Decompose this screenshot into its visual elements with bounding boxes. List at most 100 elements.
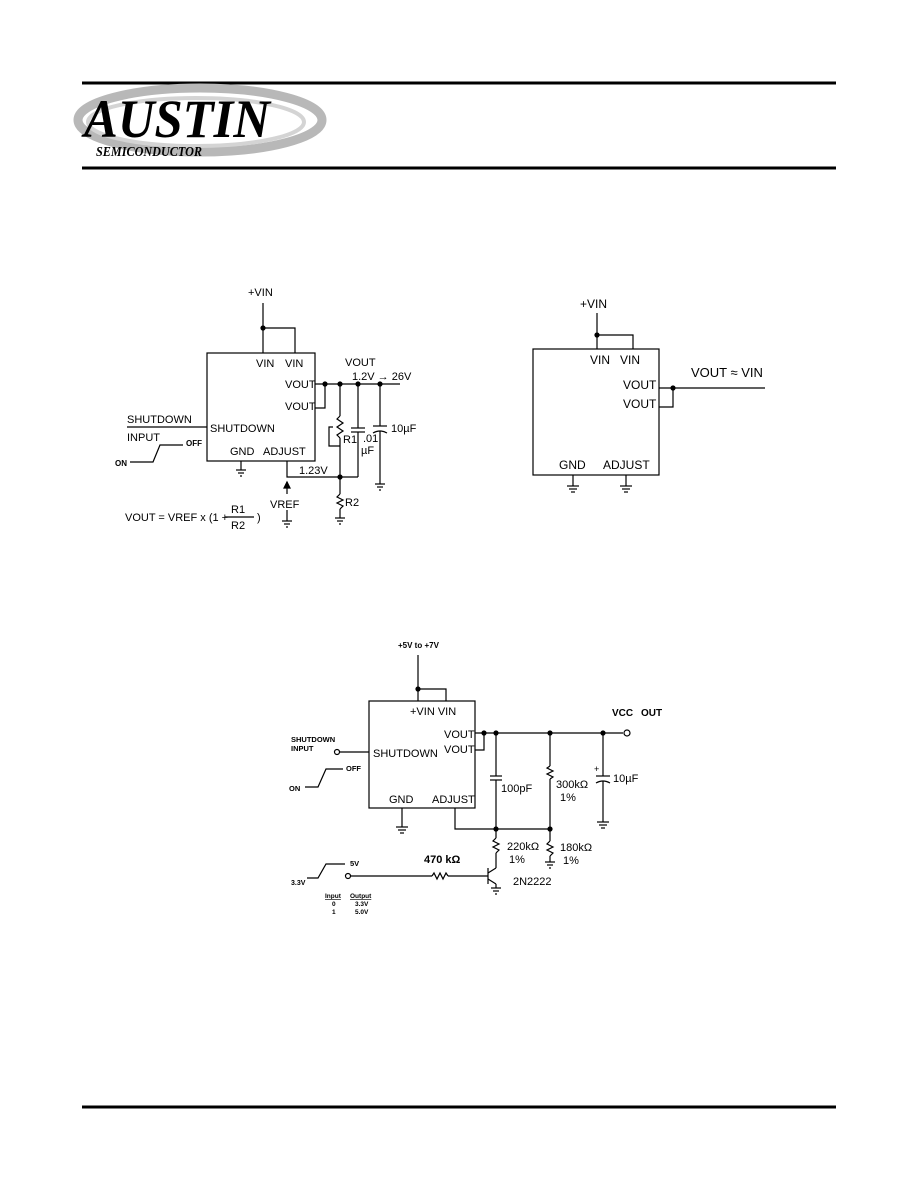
junction: [493, 826, 499, 832]
wire: [328, 426, 340, 447]
wire: [418, 688, 447, 701]
c3-pin-vin: +VIN VIN: [410, 706, 456, 718]
c3-adjust: ADJUST: [432, 794, 475, 806]
logic-step: [305, 768, 343, 788]
c3-pin-vout2: VOUT: [444, 744, 475, 756]
truth-table-head-output: Output: [350, 893, 372, 900]
c1-r1: R1: [343, 434, 357, 446]
c1-pin-vin1: VIN: [256, 358, 274, 370]
c2-gnd: GND: [559, 458, 586, 472]
vcc-out-terminal: [623, 729, 631, 737]
c1-cap-small-1: .01: [363, 433, 378, 445]
wire: [597, 334, 634, 349]
c3-r470: 470 kΩ: [424, 854, 461, 866]
truth-table-row2-out: 5.0V: [355, 909, 369, 916]
logo-wordmark: AUSTIN: [81, 89, 272, 149]
wire: [454, 808, 550, 830]
transistor-collector: [487, 867, 497, 874]
c3-shutdown-input-1: SHUTDOWN: [291, 735, 335, 744]
c3-level-high: 5V: [350, 859, 359, 868]
c2-vin-top: +VIN: [580, 297, 607, 311]
junction: [337, 474, 343, 480]
truth-table-head-input: Input: [325, 893, 342, 900]
c1-vref: VREF: [270, 499, 300, 511]
c3-c10: 10µF: [613, 773, 639, 785]
c1-shutdown-pin: SHUTDOWN: [210, 423, 275, 435]
junction: [670, 385, 676, 391]
c3-shutdown-input-2: INPUT: [291, 744, 314, 753]
regulator-ic-1: [206, 352, 316, 462]
c3-r180-tol: 1%: [563, 855, 579, 867]
junction: [415, 686, 421, 692]
c2-pin-vin1: VIN: [590, 353, 610, 367]
regulator-ic-3: [368, 700, 476, 809]
c2-pin-vin2: VIN: [620, 353, 640, 367]
circuit-switchable-output: [305, 655, 631, 895]
c3-r220-tol: 1%: [509, 854, 525, 866]
c3-r180: 180kΩ: [560, 842, 592, 854]
c1-formula-den: R2: [231, 520, 245, 532]
c1-vout-label: VOUT: [345, 357, 376, 369]
wire: [286, 461, 358, 478]
logic-level-step: [307, 863, 345, 879]
wire: [475, 733, 485, 751]
logo-swoosh: [73, 83, 327, 157]
c1-cap-big: 10µF: [391, 423, 417, 435]
c3-transistor: 2N2222: [513, 876, 552, 888]
resistor-470k: [431, 871, 449, 881]
truth-table-row1-in: 0: [332, 901, 336, 908]
wire: [315, 384, 326, 409]
regulator-ic-2: [532, 348, 660, 476]
resistor-r2: [335, 493, 345, 510]
resistor-300k: [545, 765, 555, 780]
c1-formula-left: VOUT = VREF x (1 +: [125, 512, 228, 524]
input-terminal: [344, 872, 352, 880]
c2-out-label: VOUT ≈ VIN: [691, 365, 763, 380]
c1-formula-num: R1: [231, 504, 245, 516]
c3-r220: 220kΩ: [507, 841, 539, 853]
c3-c100: 100pF: [501, 783, 532, 795]
junction: [594, 332, 600, 338]
c2-pin-vout2: VOUT: [623, 397, 657, 411]
resistor-180k: [545, 840, 555, 857]
c2-adjust: ADJUST: [603, 458, 650, 472]
c1-range: 1.2V → 26V: [352, 371, 412, 383]
wire: [659, 388, 674, 408]
company-logo: AUSTIN SEMICONDUCTOR: [73, 83, 327, 160]
vref-arrowhead: [283, 480, 291, 489]
c3-c10-plus: +: [594, 764, 599, 774]
c2-pin-vout1: VOUT: [623, 378, 657, 392]
circuit-2-labels: +VIN VIN VIN VOUT VOUT VOUT ≈ VIN GND AD…: [559, 297, 763, 472]
circuit-adjustable-regulator: [127, 303, 400, 528]
c3-vcc-out-2: OUT: [641, 708, 662, 719]
junction: [322, 381, 328, 387]
c1-on: ON: [115, 459, 127, 468]
c1-gnd: GND: [230, 446, 255, 458]
circuit-3-labels: +5V to +7V +VIN VIN VCC OUT VOUT VOUT SH…: [289, 641, 662, 916]
c3-r300: 300kΩ: [556, 779, 588, 791]
c1-pin-vin2: VIN: [285, 358, 303, 370]
logic-step: [130, 444, 183, 463]
c1-vadj: 1.23V: [299, 465, 328, 477]
c3-supply: +5V to +7V: [398, 641, 440, 650]
c3-level-low: 3.3V: [291, 880, 306, 887]
junction: [481, 730, 487, 736]
c3-pin-vout1: VOUT: [444, 729, 475, 741]
truth-table: Input Output 0 3.3V 1 5.0V: [325, 893, 372, 916]
truth-table-row2-in: 1: [332, 909, 336, 916]
transistor-emitter: [487, 878, 497, 885]
resistor-220k: [491, 837, 501, 854]
c3-vcc-out: VCC: [612, 708, 633, 719]
circuit-fixed-regulator: [532, 313, 765, 493]
c3-gnd: GND: [389, 794, 414, 806]
c3-r300-tol: 1%: [560, 792, 576, 804]
truth-table-row1-out: 3.3V: [355, 901, 369, 908]
c3-off: OFF: [346, 764, 361, 773]
shutdown-terminal: [333, 748, 341, 756]
c1-pin-vout2: VOUT: [285, 401, 316, 413]
c1-formula-close: ): [257, 512, 261, 524]
junction: [547, 826, 553, 832]
c1-adjust: ADJUST: [263, 446, 306, 458]
c1-shutdown-input-1: SHUTDOWN: [127, 414, 192, 426]
